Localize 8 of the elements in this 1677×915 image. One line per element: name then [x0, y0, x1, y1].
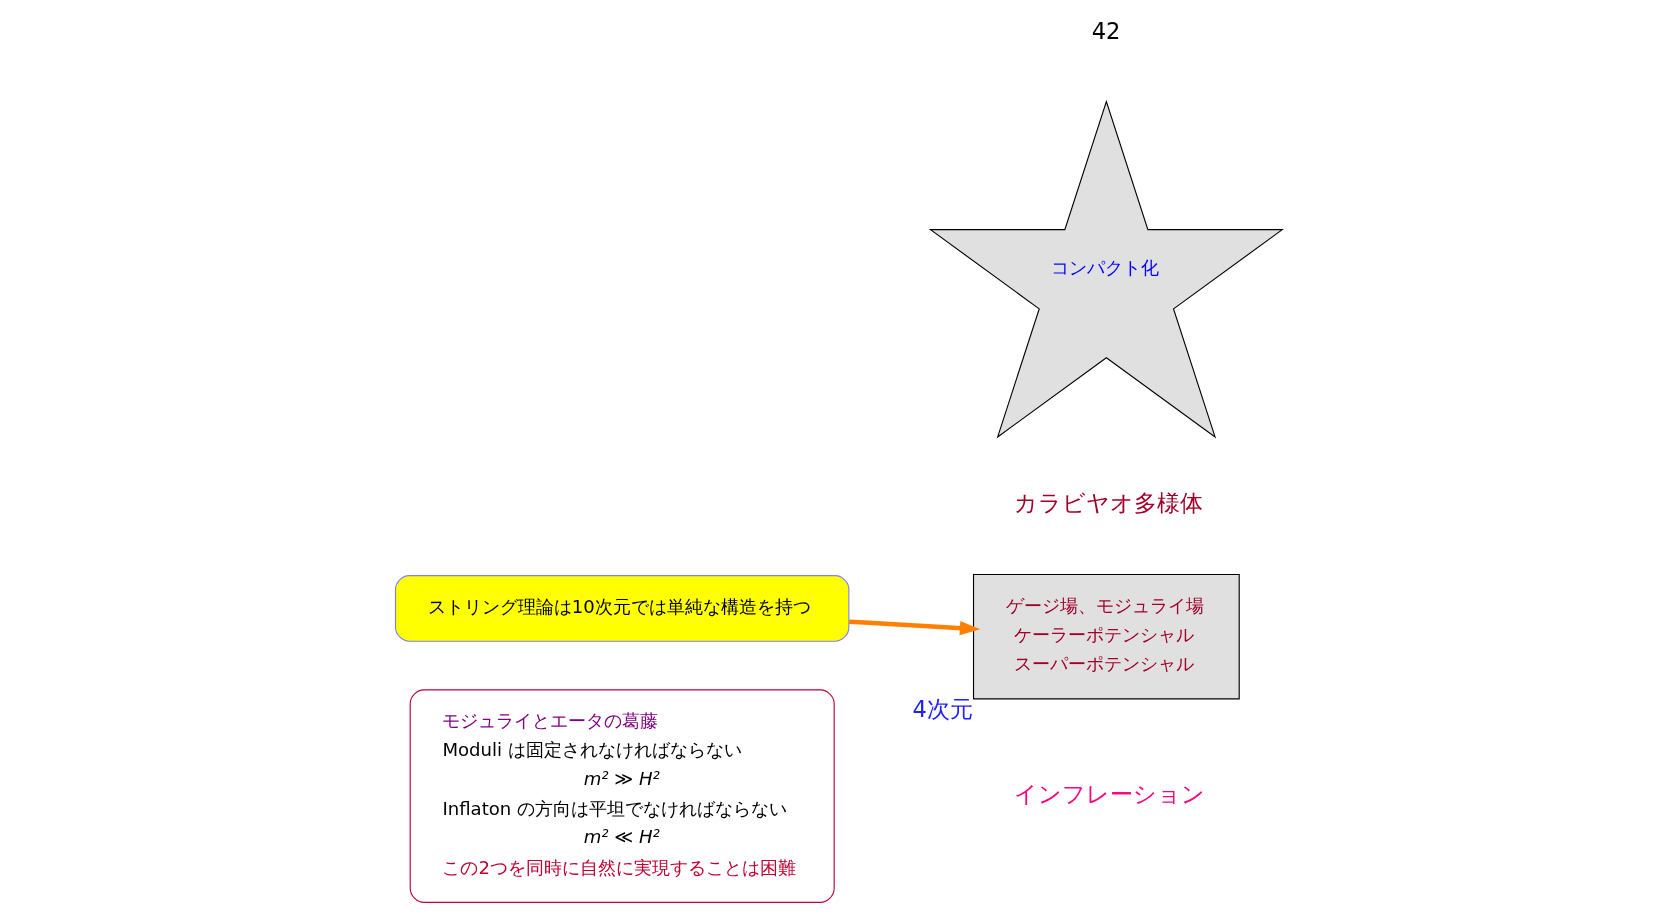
- label: 42: [1091, 17, 1120, 44]
- arrow: [848, 619, 980, 636]
- node-box: ストリング理論は10次元では単純な構造を持つ: [394, 575, 849, 642]
- node-box: モジュライとエータの葛藤 Moduli は固定されなければならない m² ≫ H² Inflaton の方向は平坦でなければならない m² ≪ H² この2つを同時に自然に実現することは困難: [409, 689, 835, 903]
- node-box: ゲージ場、モジュライ場 ケーラーポテンシャル スーパーポテンシャル: [972, 573, 1240, 700]
- label: インフレーション: [1013, 780, 1205, 807]
- label: カラビヤオ多様体: [1013, 490, 1203, 517]
- node-label: 4次元: [911, 695, 973, 722]
